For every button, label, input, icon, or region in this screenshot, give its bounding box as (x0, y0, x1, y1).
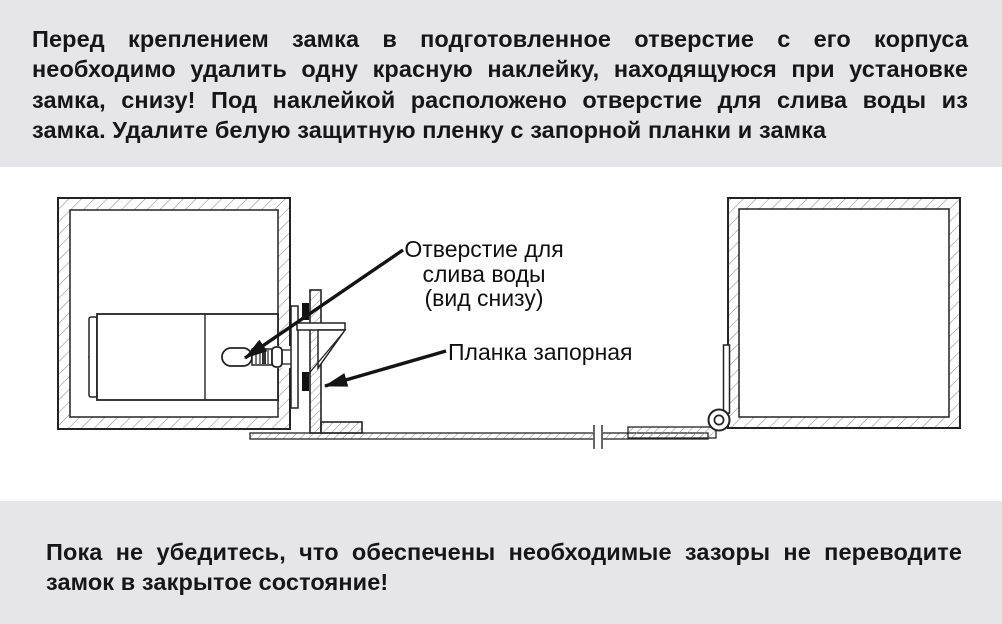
intro-paragraph: Перед креплением замка в подготовленное … (32, 24, 968, 146)
strike-plate-label: Планка запорная (448, 339, 633, 365)
warning-line-2: замок в закрытое состояние! (46, 569, 389, 596)
intro-notice: Перед креплением замка в подготовленное … (0, 0, 1002, 167)
break-marks (593, 425, 603, 449)
warning-paragraph: Пока не убедитесь, что обеспечены необхо… (46, 537, 962, 598)
warning-notice: Пока не убедитесь, что обеспечены необхо… (0, 501, 1002, 624)
strike-plate (296, 289, 363, 434)
drain-hole-arrow (244, 248, 404, 360)
intro-line-3: замка, снизу! Под наклейкой расположено … (32, 86, 968, 113)
lock-installation-drawing (57, 197, 961, 449)
intro-line-2: необходимо удалить одну красную наклейку… (32, 56, 968, 83)
leader-arrows (244, 248, 447, 388)
hinge (707, 344, 731, 432)
strike-plate-arrow (323, 349, 447, 388)
wall-flange-and-gaskets (290, 303, 309, 409)
diagram-section: Отверстие для слива воды (вид снизу) Пла… (0, 167, 1002, 501)
intro-line-1: Перед креплением замка в подготовленное … (32, 26, 968, 52)
right-door-post (727, 197, 961, 429)
intro-line-4: замка. Удалите белую защитную пленку с з… (32, 117, 827, 144)
warning-line-1: Пока не убедитесь, что обеспечены необхо… (46, 539, 962, 565)
door-panel (249, 425, 717, 449)
drain-hole-label: Отверстие для слива воды (вид снизу) (404, 236, 564, 311)
